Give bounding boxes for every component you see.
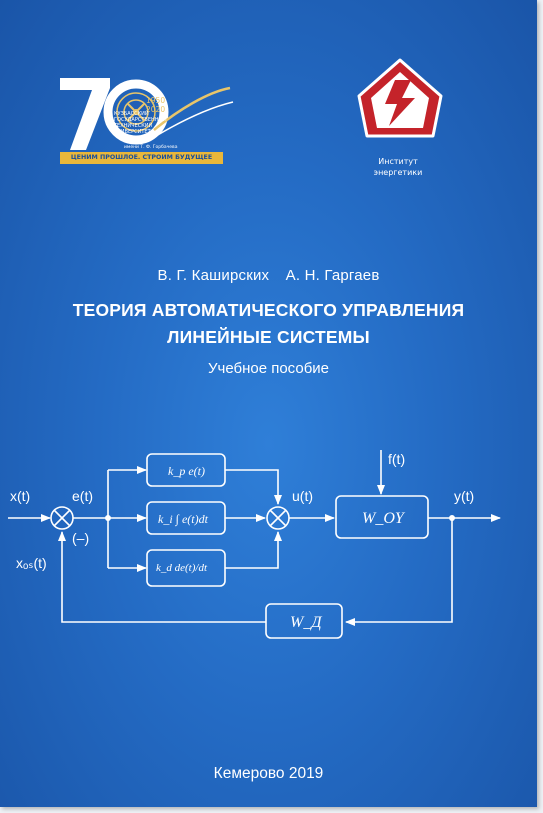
university-line: УНИВЕРСИТЕТ <box>114 129 151 135</box>
university-emblem-icon <box>60 78 234 150</box>
disturbance-label: f(t) <box>388 451 405 467</box>
integral-block-label: k_i ∫ e(t)dt <box>158 512 209 526</box>
authors: В. Г. Каширских А. Н. Гаргаев <box>0 267 537 284</box>
sensor-block-label: W_Д <box>290 614 322 631</box>
institute-name: Институт энергетики <box>365 156 431 178</box>
institute-line: энергетики <box>373 168 423 177</box>
proportional-block-label: k_p e(t) <box>168 464 205 478</box>
feedback-signal-label: xₒₛ(t) <box>16 555 47 571</box>
author-name: В. Г. Каширских <box>157 267 270 284</box>
university-line: ТЕХНИЧЕСКИЙ <box>114 123 153 129</box>
lightning-shield-icon <box>357 58 443 138</box>
input-signal-label: x(t) <box>10 488 30 504</box>
university-subname: имени Т. Ф. Горбачева <box>124 145 178 150</box>
university-line: ГОСУДАРСТВЕННЫЙ <box>114 117 167 123</box>
publication-place-year: Кемерово 2019 <box>213 765 324 782</box>
institute-line: Институт <box>378 157 418 166</box>
author-name: А. Н. Гаргаев <box>285 267 380 284</box>
minus-sign-label: (–) <box>72 530 89 546</box>
university-name: КУЗБАССКИЙ ГОСУДАРСТВЕННЫЙ ТЕХНИЧЕСКИЙ У… <box>114 111 224 135</box>
university-line: КУЗБАССКИЙ <box>114 111 149 117</box>
university-70-logo <box>58 70 238 170</box>
derivative-block-label: k_d de(t)/dt <box>156 562 208 574</box>
institute-logo <box>355 58 445 158</box>
output-signal-label: y(t) <box>454 488 474 504</box>
year-end: 2020 <box>146 105 166 114</box>
book-title-line-1: ТЕОРИЯ АВТОМАТИЧЕСКОГО УПРАВЛЕНИЯ <box>72 300 465 320</box>
year-start: 1950 <box>146 96 166 105</box>
anniversary-years: 1950 2020 <box>146 96 165 114</box>
control-signal-label: u(t) <box>292 488 313 504</box>
slogan-banner: ЦЕНИМ ПРОШЛОЕ. СТРОИМ БУДУЩЕЕ <box>60 152 223 164</box>
book-subtitle: Учебное пособие <box>207 360 330 377</box>
output-node <box>449 515 455 521</box>
plant-block-label: W_OY <box>362 510 406 527</box>
pid-block-diagram: x(t) e(t) (–) xₒₛ(t) f(t) u(t) y(t) k_p … <box>8 450 501 639</box>
branch-node <box>105 515 111 521</box>
book-title-line-2: ЛИНЕЙНЫЕ СИСТЕМЫ <box>167 327 370 347</box>
error-signal-label: e(t) <box>72 488 93 504</box>
